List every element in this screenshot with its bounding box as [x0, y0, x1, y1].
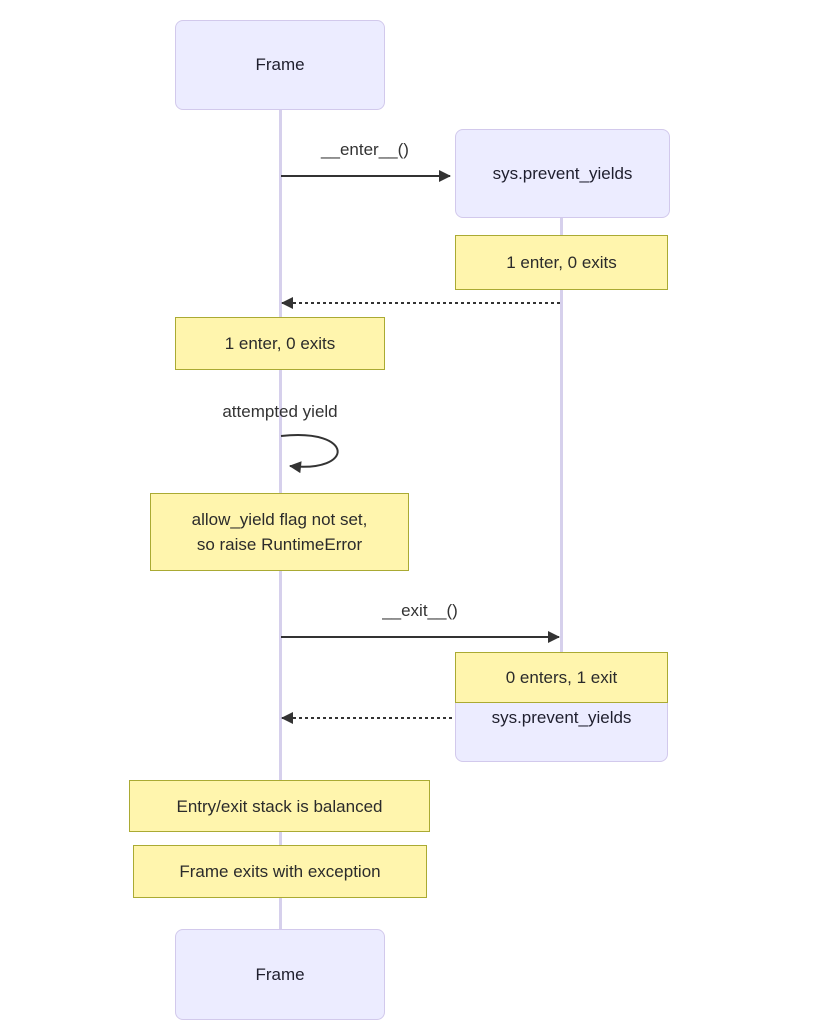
actor-frame-bottom-label: Frame [255, 964, 305, 984]
note-frame-exception-text: Frame exits with exception [179, 862, 381, 881]
actor-sys-top-label: sys.prevent_yields [492, 163, 633, 183]
sys-prevent-yields-lifeline [560, 218, 563, 690]
note-stack-balanced: Entry/exit stack is balanced [129, 780, 430, 832]
message-enter-label: __enter__() [321, 140, 409, 159]
note-runtime-error-line2: so raise RuntimeError [196, 535, 363, 554]
message-self-loop-label: attempted yield [222, 402, 338, 421]
actor-sys-bottom-label: sys.prevent_yields [491, 707, 632, 727]
actor-frame-bottom: Frame [175, 929, 385, 1020]
actor-frame-top-label: Frame [255, 55, 305, 74]
self-loop-arrow [280, 434, 339, 474]
message-exit-label: __exit__() [382, 601, 458, 620]
note-frame-exception: Frame exits with exception [133, 845, 427, 898]
note-runtime-error: allow_yield flag not set, so raise Runti… [150, 493, 409, 571]
actor-sys-prevent-yields-top: sys.prevent_yields [455, 129, 670, 218]
note-runtime-error-line1: allow_yield flag not set, [191, 510, 368, 529]
note-sys-exit-count: 0 enters, 1 exit [455, 652, 668, 703]
note-sys-exit-count-text: 0 enters, 1 exit [505, 668, 618, 687]
note-frame-enter-count-text: 1 enter, 0 exits [224, 334, 336, 353]
note-sys-enter-count-text: 1 enter, 0 exits [506, 253, 617, 272]
note-stack-balanced-text: Entry/exit stack is balanced [176, 796, 383, 816]
note-frame-enter-count: 1 enter, 0 exits [175, 317, 385, 370]
note-sys-enter-count: 1 enter, 0 exits [455, 235, 668, 290]
actor-frame-top: Frame [175, 20, 385, 110]
